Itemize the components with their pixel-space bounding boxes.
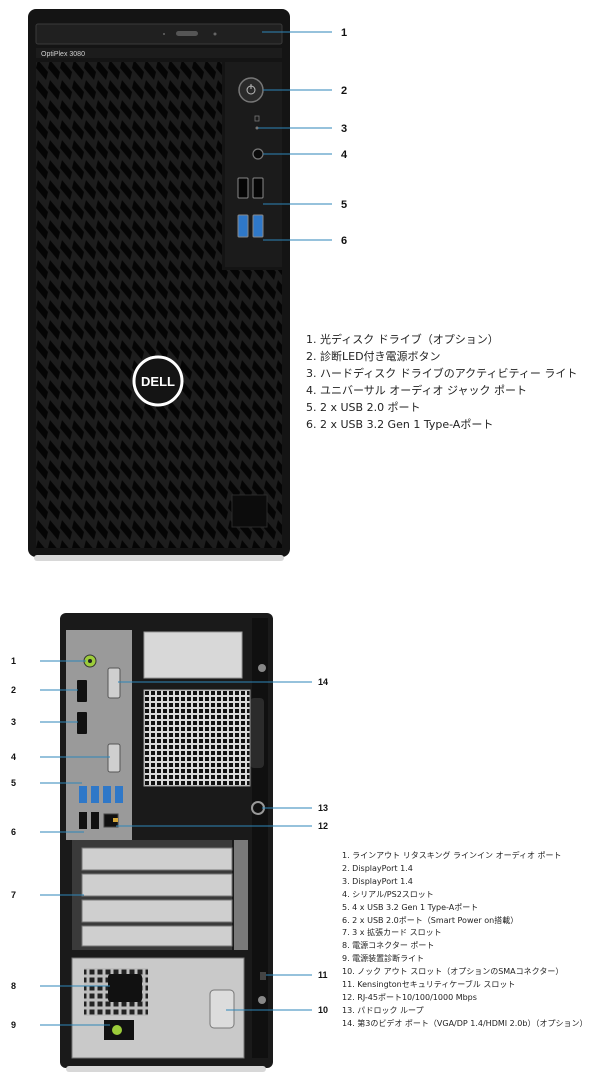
hdd-activity-light bbox=[255, 126, 259, 130]
front-legend-item: 3. ハードディスク ドライブのアクティビティー ライト bbox=[306, 367, 578, 380]
rear-callout-7: 7 bbox=[11, 890, 16, 900]
front-callout-1: 1 bbox=[341, 27, 347, 39]
rear-usb2-port-1 bbox=[79, 812, 87, 829]
rear-callout-8: 8 bbox=[11, 981, 16, 991]
rear-legend-item: 2. DisplayPort 1.4 bbox=[342, 863, 413, 873]
rear-legend-item: 4. シリアル/PS2スロット bbox=[342, 889, 434, 899]
optical-drive-bay bbox=[35, 23, 283, 45]
optical-drive-led bbox=[213, 32, 217, 36]
rear-legend-item: 8. 電源コネクター ポート bbox=[342, 941, 435, 951]
rear-legend-item: 10. ノック アウト スロット（オプションのSMAコネクター） bbox=[342, 967, 564, 977]
front-callout-numbers: 1 2 3 4 5 6 bbox=[341, 27, 348, 247]
front-legend: 1. 光ディスク ドライブ（オプション） 2. 診断LED付き電源ボタン 3. … bbox=[306, 331, 577, 433]
rear-right-strip bbox=[252, 618, 268, 1058]
rear-callout-12: 12 bbox=[318, 821, 328, 831]
kensington-slot bbox=[260, 972, 266, 980]
rear-legend-item: 11. Kensingtonセキュリティケーブル スロット bbox=[342, 980, 516, 990]
usb3-port-1 bbox=[237, 214, 249, 238]
rear-callout-13: 13 bbox=[318, 803, 328, 813]
front-callout-4: 4 bbox=[341, 149, 348, 161]
front-legend-item: 5. 2 x USB 2.0 ポート bbox=[306, 401, 421, 414]
screw-top-right bbox=[258, 664, 266, 672]
rear-legend-item: 7. 3 x 拡張カード スロット bbox=[342, 928, 442, 938]
model-strip bbox=[36, 48, 282, 58]
rear-callout-1: 1 bbox=[11, 656, 16, 666]
hdd-activity-icon bbox=[254, 115, 260, 122]
rear-shadow bbox=[66, 1066, 266, 1072]
front-legend-item: 6. 2 x USB 3.2 Gen 1 Type-Aポート bbox=[306, 418, 494, 431]
expansion-slot-4 bbox=[81, 925, 233, 947]
psu-diag-light bbox=[112, 1025, 122, 1035]
rear-callouts bbox=[40, 660, 312, 1026]
power-connector bbox=[108, 974, 142, 1002]
rear-callout-14: 14 bbox=[318, 677, 328, 687]
screw-bottom-right bbox=[258, 996, 266, 1004]
usb2-port-1 bbox=[237, 177, 249, 199]
rear-legend-item: 3. DisplayPort 1.4 bbox=[342, 876, 413, 886]
rear-callout-4: 4 bbox=[11, 752, 16, 762]
front-legend-item: 4. ユニバーサル オーディオ ジャック ポート bbox=[306, 384, 527, 397]
rear-io-plate bbox=[66, 630, 132, 840]
expansion-slot-1 bbox=[81, 847, 233, 871]
rear-legend-item: 14. 第3のビデオ ポート（VGA/DP 1.4/HDMI 2.0b）（オプシ… bbox=[342, 1018, 588, 1028]
usb2-port-2 bbox=[252, 177, 264, 199]
rear-legend-item: 1. ラインアウト リタスキング ラインイン オーディオ ポート bbox=[342, 851, 562, 860]
rear-callout-6: 6 bbox=[11, 827, 16, 837]
rear-legend-item: 13. パドロック ループ bbox=[342, 1005, 424, 1015]
expansion-slot-vent bbox=[234, 840, 248, 950]
video-port-slot bbox=[107, 667, 121, 699]
power-button bbox=[238, 77, 264, 103]
dell-logo-ring bbox=[132, 355, 184, 407]
expansion-slot-2 bbox=[81, 873, 233, 897]
rear-side-latch bbox=[250, 698, 264, 768]
fan-grill-frame bbox=[143, 689, 251, 787]
rear-legend: 1. ラインアウト リタスキング ラインイン オーディオ ポート 2. Disp… bbox=[342, 850, 587, 1031]
rear-callout-10: 10 bbox=[318, 1005, 328, 1015]
optical-pinhole bbox=[163, 33, 165, 35]
audio-jack bbox=[252, 148, 264, 160]
front-callout-2: 2 bbox=[341, 85, 347, 97]
rear-callout-9: 9 bbox=[11, 1020, 16, 1030]
front-shadow bbox=[34, 555, 284, 561]
rear-usb2-port-2 bbox=[91, 812, 99, 829]
usb3-port-2 bbox=[252, 214, 264, 238]
rear-callout-5: 5 bbox=[11, 778, 16, 788]
rear-usb3-port-3 bbox=[103, 786, 111, 803]
model-label: OptiPlex 3080 bbox=[41, 51, 85, 58]
rear-usb3-port-2 bbox=[91, 786, 99, 803]
dell-logo: DELL bbox=[141, 374, 175, 389]
rear-view bbox=[60, 613, 273, 1072]
rear-legend-item: 9. 電源装置診断ライト bbox=[342, 954, 425, 964]
knockout-slot bbox=[209, 989, 235, 1029]
fan-grill bbox=[144, 690, 250, 786]
front-legend-item: 2. 診断LED付き電源ボタン bbox=[306, 350, 441, 363]
displayport-2 bbox=[77, 712, 87, 734]
front-mesh bbox=[36, 62, 222, 548]
front-legend-item: 1. 光ディスク ドライブ（オプション） bbox=[306, 333, 499, 346]
front-badge-square bbox=[231, 494, 268, 528]
front-view: OptiPlex 3080 DELL bbox=[28, 9, 290, 561]
expansion-slot-3 bbox=[81, 899, 233, 923]
front-callout-3: 3 bbox=[341, 123, 347, 135]
front-callout-5: 5 bbox=[341, 199, 347, 211]
rj45-led bbox=[113, 818, 118, 822]
audio-lineout-core bbox=[88, 659, 92, 663]
rear-callout-11: 11 bbox=[318, 970, 328, 980]
rear-callout-numbers: 1 2 3 4 5 6 7 8 9 14 13 12 11 10 bbox=[11, 656, 328, 1030]
rear-legend-item: 6. 2 x USB 2.0ポート（Smart Power on搭載） bbox=[342, 915, 519, 925]
serial-ps2-slot bbox=[107, 743, 121, 773]
rear-callout-2: 2 bbox=[11, 685, 16, 695]
displayport-1 bbox=[77, 680, 87, 702]
rear-legend-item: 12. RJ-45ポート10/100/1000 Mbps bbox=[342, 992, 477, 1002]
front-callouts bbox=[258, 31, 332, 241]
rear-usb3-port-4 bbox=[115, 786, 123, 803]
rear-handle-notch bbox=[143, 631, 243, 679]
rear-callout-3: 3 bbox=[11, 717, 16, 727]
rear-legend-item: 5. 4 x USB 3.2 Gen 1 Type-Aポート bbox=[342, 902, 479, 912]
rear-usb3-port-1 bbox=[79, 786, 87, 803]
front-callout-6: 6 bbox=[341, 235, 347, 247]
optical-eject-button bbox=[176, 31, 198, 36]
